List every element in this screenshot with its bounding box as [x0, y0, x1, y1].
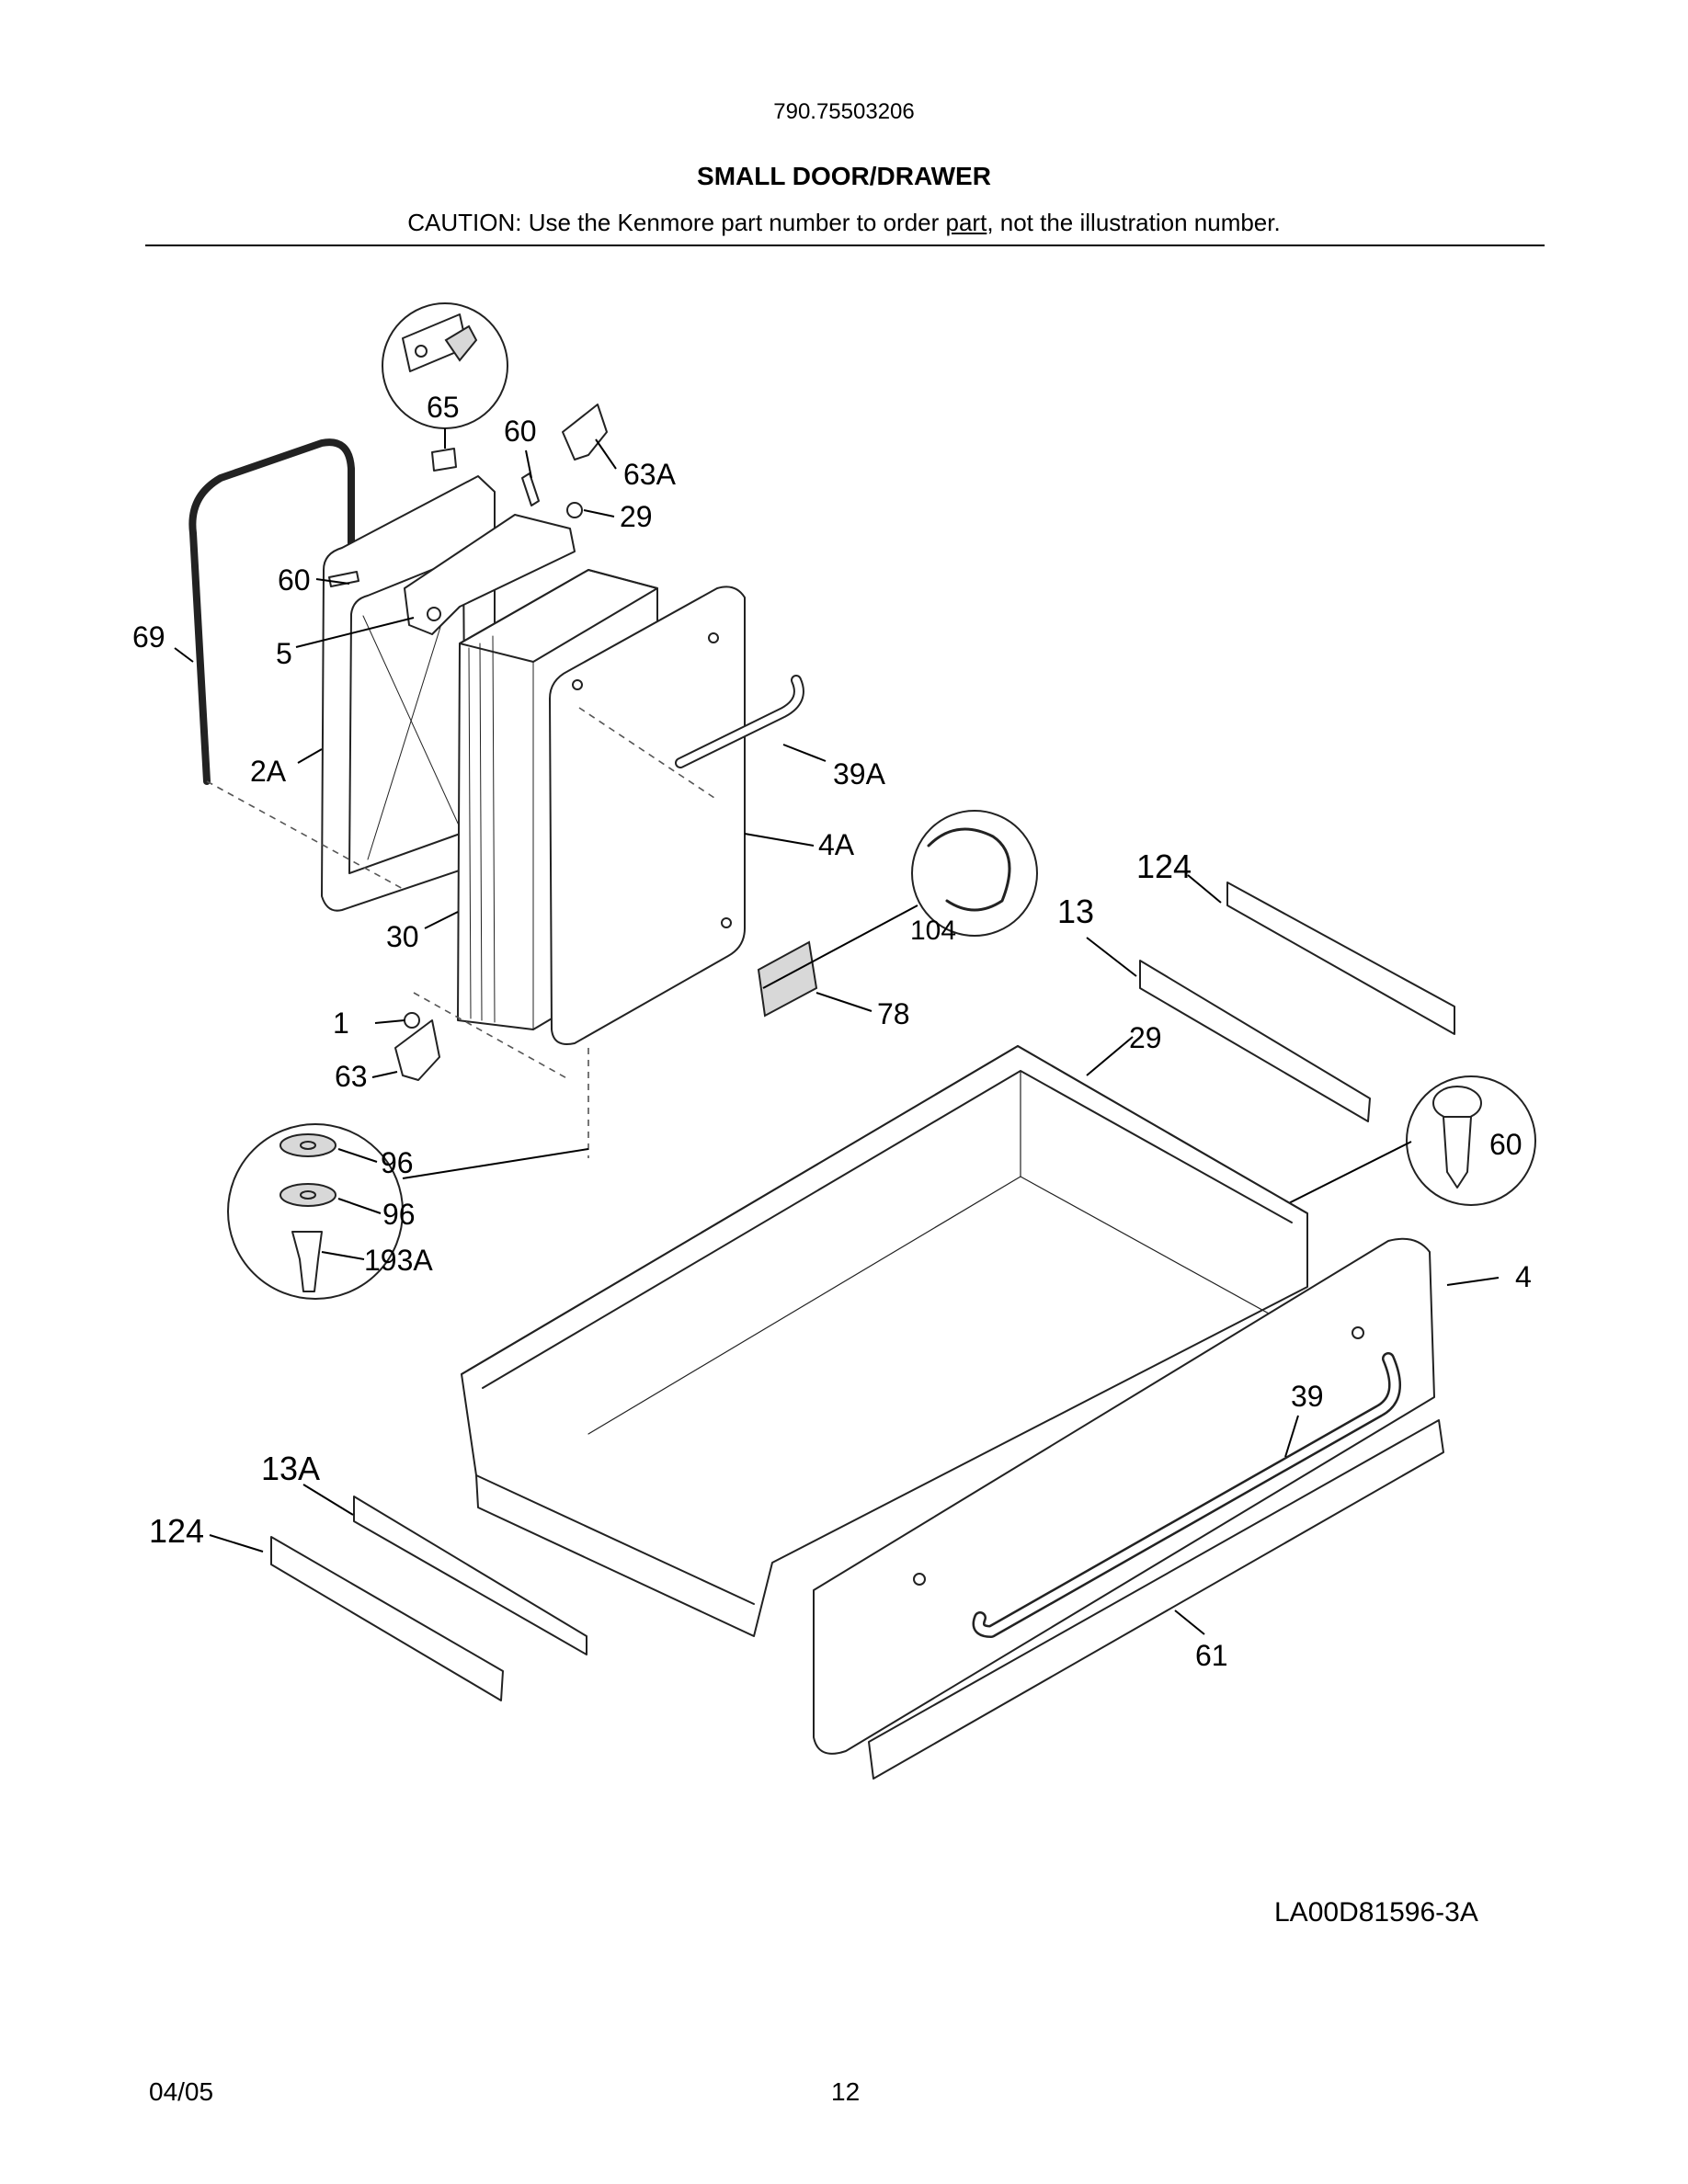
callout-4a: 4A [818, 828, 855, 861]
detail-washers [227, 1123, 404, 1300]
drawer-slide-124-right [1226, 882, 1455, 1035]
drawer-slide-13-right [1139, 960, 1371, 1122]
callout-1: 29 [1129, 1021, 1162, 1054]
hinge-bracket-hole [427, 607, 441, 621]
callout-4: 4 [1515, 1260, 1532, 1293]
callout-39a: 39A [833, 757, 886, 791]
callout-60-right: 60 [1489, 1128, 1523, 1161]
callout-96-bottom: 96 [382, 1198, 416, 1231]
callout-65: 65 [427, 391, 460, 424]
spacer-29-bottom [404, 1012, 420, 1029]
model-number: 790.75503206 [773, 99, 915, 124]
caution-note: CAUTION: Use the Kenmore part number to … [0, 209, 1688, 237]
callout-13: 13 [1057, 893, 1094, 930]
drawing-code: LA00D81596-3A [1274, 1897, 1478, 1928]
caution-underlined-word: part [945, 209, 987, 236]
hinge-pin-63 [394, 1019, 440, 1081]
callout-63a: 63A [623, 458, 677, 491]
footer-date: 04/05 [149, 2077, 214, 2106]
drawer-trim-rail [868, 1419, 1444, 1780]
callout-104: 104 [910, 916, 956, 946]
page-number: 12 [831, 2077, 861, 2106]
outer-door-panel [549, 586, 746, 1045]
hinge-bracket [404, 514, 576, 635]
callout-2a: 2A [250, 755, 287, 788]
callout-124-right: 124 [1136, 847, 1192, 885]
callout-30: 30 [386, 920, 419, 953]
callout-78: 78 [877, 997, 910, 1030]
callout-39: 39 [1291, 1380, 1324, 1413]
drawer-slide-13a-left [353, 1496, 587, 1655]
door-stop-65 [431, 448, 457, 472]
drawer-slide-124-left [270, 1536, 504, 1701]
callout-61: 61 [1195, 1639, 1228, 1672]
screw-60-top [521, 472, 540, 506]
detail-65 [382, 302, 508, 429]
callout-96-top: 96 [381, 1146, 414, 1179]
detail-60-screw [1406, 1075, 1536, 1206]
detail-104 [911, 810, 1038, 937]
door-vent [757, 940, 818, 1018]
callout-69: 69 [132, 620, 165, 654]
callout-13a: 13A [261, 1450, 320, 1487]
spacer-29-top [566, 502, 583, 518]
callout-60-top: 60 [504, 415, 537, 448]
hinge-pin-63a [562, 404, 608, 461]
door-gasket [188, 438, 355, 785]
callout-29-top: 29 [620, 500, 653, 533]
callout-63: 63 [335, 1060, 368, 1093]
drawer-body [461, 1045, 1308, 1637]
callout-124-left: 124 [149, 1512, 204, 1550]
callout-29-bottom: 1 [333, 1007, 349, 1040]
callout-193a: 193A [364, 1244, 433, 1277]
callout-5: 5 [276, 637, 292, 670]
caution-text-end: , not the illustration number. [987, 209, 1281, 236]
caution-text-start: CAUTION: Use the Kenmore part number to … [407, 209, 946, 236]
page-title: SMALL DOOR/DRAWER [697, 162, 991, 190]
header-rule [145, 245, 1545, 246]
callout-60-left: 60 [278, 563, 311, 597]
drawer-front [813, 1237, 1435, 1755]
